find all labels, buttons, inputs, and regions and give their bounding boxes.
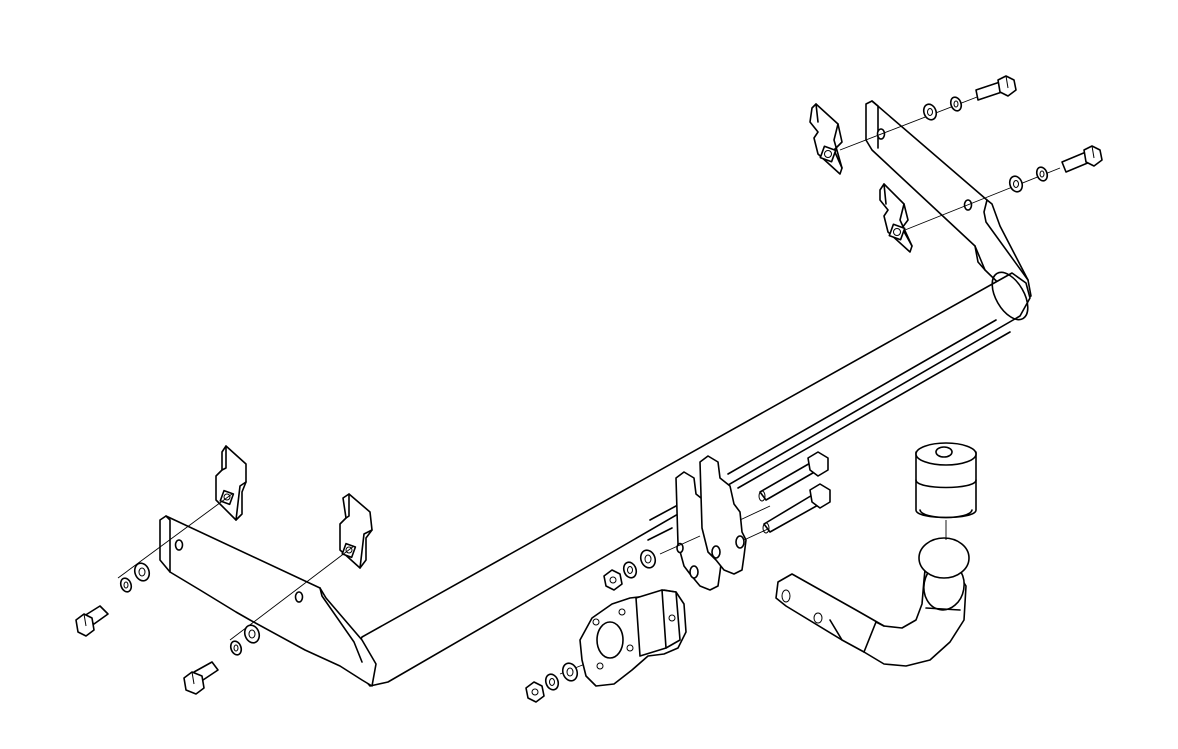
left-mounting-plate xyxy=(160,516,376,686)
spring-washer-right-1 xyxy=(949,96,963,113)
hex-bolt-left-2 xyxy=(184,662,218,694)
flat-washer-center-1 xyxy=(638,548,657,570)
flat-washer-left-2 xyxy=(242,623,261,645)
mounting-bracket-left-1 xyxy=(216,446,246,520)
flat-washer-right-1 xyxy=(922,102,939,121)
spring-washer-left-2 xyxy=(229,640,243,657)
spring-washer-center-2 xyxy=(544,672,561,691)
hex-nut-center-2 xyxy=(526,682,544,702)
hex-nut-center-1 xyxy=(604,570,622,590)
tow-ball-receiver-brackets xyxy=(648,456,746,590)
flat-washer-right-2 xyxy=(1008,174,1025,193)
hex-bolt-long-2 xyxy=(763,484,830,533)
hex-bolt-right-1 xyxy=(976,76,1016,100)
hex-bolt-long-1 xyxy=(759,452,828,501)
hex-bolt-left-1 xyxy=(76,606,108,636)
flat-washer-center-2 xyxy=(560,661,579,683)
mounting-bracket-right-1 xyxy=(810,104,842,174)
hex-bolt-right-2 xyxy=(1062,146,1102,172)
socket-plate xyxy=(580,590,686,686)
ball-cover-cap xyxy=(916,443,976,540)
mounting-bracket-right-2 xyxy=(880,184,912,252)
spring-washer-left-1 xyxy=(119,577,133,594)
spring-washer-center-1 xyxy=(622,560,639,579)
spring-washer-right-2 xyxy=(1035,166,1049,183)
flat-washer-left-1 xyxy=(132,561,151,583)
detachable-tow-ball xyxy=(776,538,969,666)
mounting-bracket-left-2 xyxy=(340,494,372,568)
